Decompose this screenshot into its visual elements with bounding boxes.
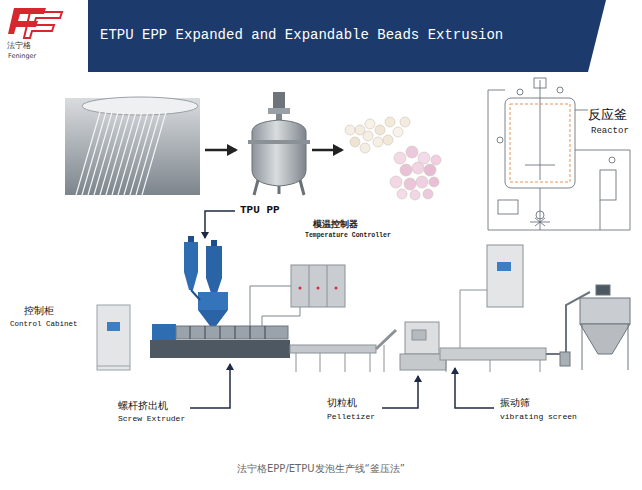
reactor-vessel — [248, 92, 310, 195]
cooling-trough — [290, 330, 396, 372]
beads-photo — [345, 117, 441, 200]
leader-arrow — [190, 364, 230, 408]
part-name: 振动筛 — [500, 397, 530, 409]
process-arrow — [205, 149, 236, 152]
screw-extruder — [150, 324, 290, 358]
silo — [546, 285, 630, 370]
reactor-schematic — [488, 78, 630, 230]
part-name: Screw Extruder — [118, 414, 185, 423]
part-name: vibrating screen — [500, 412, 577, 421]
logo-name: Feninger — [8, 53, 36, 60]
process-arrow — [312, 149, 342, 152]
control-cabinet — [97, 305, 130, 370]
material-label: TPU PP — [240, 204, 280, 217]
part-name: Control Cabinet — [10, 320, 78, 329]
part-name: Pelletizer — [327, 412, 375, 421]
part-name: 模温控制器 — [313, 219, 358, 229]
leader-arrow — [382, 376, 418, 408]
vibrating-screen — [440, 245, 546, 372]
header-band — [88, 0, 606, 72]
header-title: ETPU EPP Expanded and Expandable Beads E… — [100, 27, 503, 43]
pelletizer — [400, 322, 446, 370]
leader-arrow — [205, 211, 235, 238]
temperature-controller — [250, 265, 345, 326]
part-name: Temperature Controller — [305, 232, 391, 239]
part-name: 切粒机 — [327, 397, 357, 409]
strand-photo — [65, 97, 200, 195]
part-name: 螺杆挤出机 — [118, 400, 168, 412]
part-name: Reactor — [591, 126, 629, 136]
leader-arrow — [455, 368, 494, 408]
part-name: 反应釜 — [588, 108, 627, 123]
part-name: 控制柜 — [24, 305, 54, 317]
caption: 法宁格EPP/ETPU发泡生产线“釜压法” — [237, 463, 405, 475]
logo-name: 法宁格 — [7, 41, 31, 50]
feeder — [184, 236, 228, 326]
logo-mark — [8, 8, 62, 38]
